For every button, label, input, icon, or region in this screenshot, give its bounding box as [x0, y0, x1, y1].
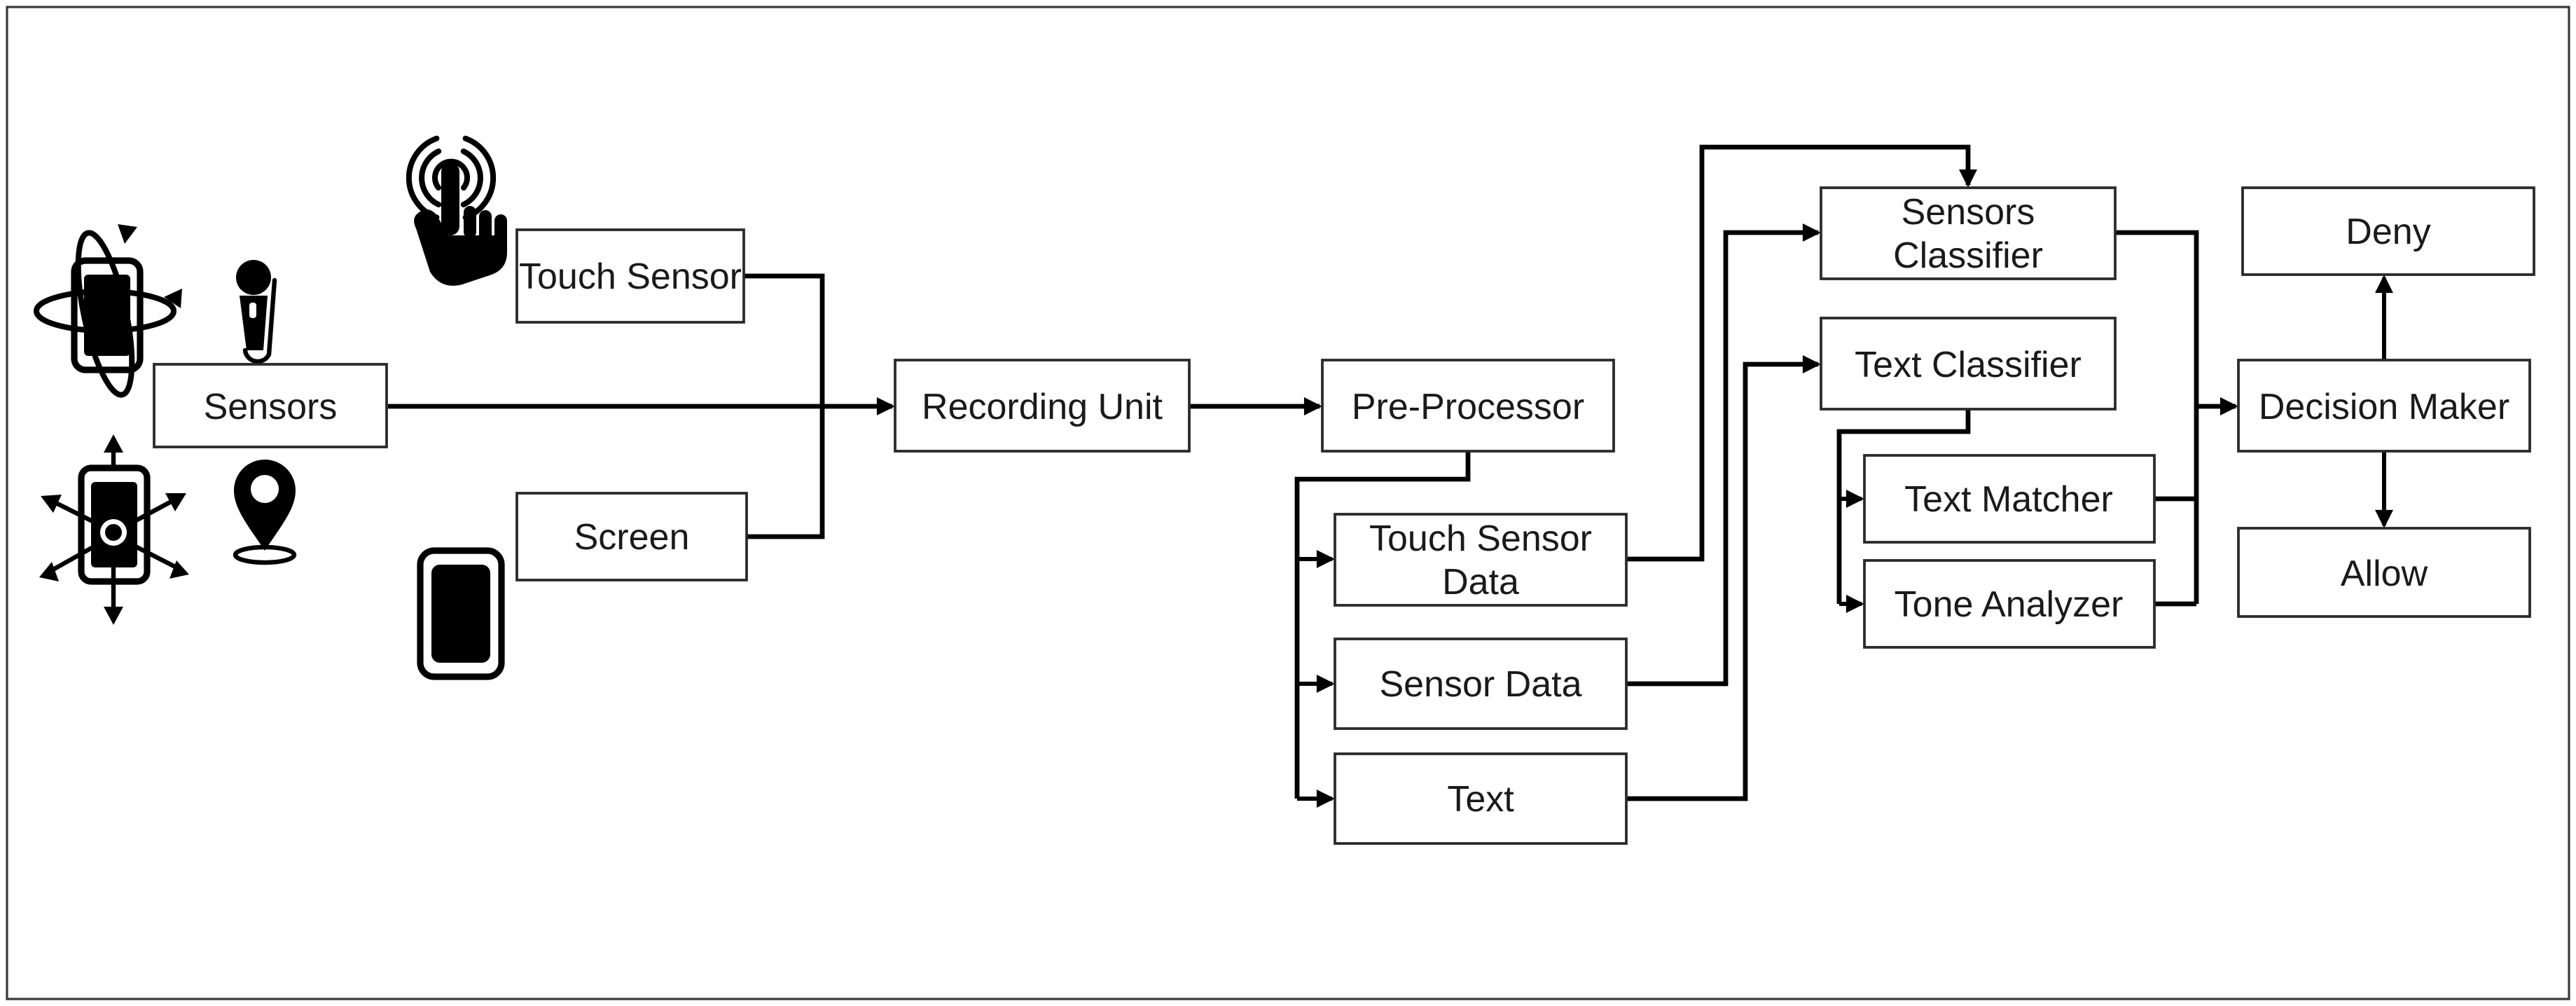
touch-finger-2	[464, 206, 476, 238]
gyroscope-horizontal-orbit	[34, 289, 176, 333]
node-deny: Deny	[2241, 186, 2535, 276]
edge-text-classifier-trunk	[1836, 409, 1971, 604]
node-screen-box	[515, 492, 748, 581]
node-text-matcher-label: Text Matcher	[1904, 479, 2113, 520]
accelerometer-arrow-up-head	[104, 434, 123, 453]
touch-index-finger	[441, 163, 459, 235]
node-touch-sensor: Touch Sensor	[515, 228, 745, 324]
node-sensors-classifier-label-line2: Classifier	[1893, 235, 2043, 276]
edge-text-to-text-classifier	[1626, 355, 1821, 801]
node-text: Text	[1334, 752, 1628, 845]
edge-touch-sensor-screen-junction	[744, 273, 825, 539]
node-touch-sensor-data: Touch Sensor Data	[1334, 513, 1628, 607]
smartphone-screen	[431, 565, 490, 663]
node-touch-sensor-data-box	[1334, 513, 1628, 607]
node-sensors-box	[153, 363, 388, 448]
node-deny-box	[2241, 186, 2535, 276]
node-recording-unit-label: Recording Unit	[922, 387, 1163, 427]
touch-ripple-ring	[432, 158, 470, 191]
node-recording-unit: Recording Unit	[894, 359, 1191, 453]
node-screen-label: Screen	[574, 517, 690, 558]
node-allow: Allow	[2237, 527, 2531, 618]
accelerometer-hub	[105, 524, 122, 541]
node-text-box	[1334, 752, 1628, 845]
touch-ripple-inner-right	[460, 149, 483, 207]
accelerometer-arrow-downleft-head	[39, 562, 59, 581]
location-pin-hole	[251, 475, 279, 503]
gyroscope-horizontal-orbit-arrowhead	[164, 289, 182, 308]
node-allow-label: Allow	[2341, 553, 2428, 594]
node-recording-unit-box	[894, 359, 1191, 453]
microphone-icon	[236, 260, 277, 364]
node-text-label: Text	[1447, 779, 1514, 820]
node-sensors-classifier-label-line1: Sensors	[1902, 192, 2035, 233]
gyroscope-phone-icon	[34, 224, 182, 398]
touch-gesture-icon	[406, 135, 507, 286]
touch-palm-thumb	[414, 209, 507, 286]
gyroscope-vertical-orbit	[75, 230, 135, 398]
edge-pre-processor-trunk	[1294, 451, 1471, 799]
microphone-slot	[249, 303, 256, 318]
node-tone-analyzer-label: Tone Analyzer	[1895, 584, 2124, 625]
node-text-matcher: Text Matcher	[1863, 454, 2156, 544]
edges	[388, 144, 2393, 808]
edge-sensors-classifier-merge	[2115, 230, 2199, 604]
smartphone-screen-icon	[417, 547, 505, 680]
figure-border	[6, 6, 2570, 1000]
accelerometer-phone-icon	[39, 434, 189, 625]
gyroscope-phone-screen	[84, 275, 130, 356]
node-decision-maker: Decision Maker	[2237, 359, 2531, 453]
accelerometer-arrow-downleft-shaft	[49, 535, 112, 573]
node-decision-maker-box	[2237, 359, 2531, 453]
node-sensors-label: Sensors	[204, 387, 338, 427]
microphone-head	[236, 260, 271, 295]
location-pin-icon	[233, 459, 297, 565]
node-pre-processor-box	[1321, 359, 1615, 453]
node-sensors: Sensors	[153, 363, 388, 448]
node-text-classifier: Text Classifier	[1820, 317, 2117, 411]
node-deny-label: Deny	[2346, 212, 2430, 252]
node-text-matcher-box	[1863, 454, 2156, 544]
node-text-classifier-box	[1820, 317, 2117, 411]
accelerometer-arrow-downright-head	[169, 560, 189, 579]
accelerometer-arrow-upleft-head	[41, 495, 62, 513]
node-screen: Screen	[515, 492, 748, 581]
node-tone-analyzer-box	[1863, 559, 2156, 649]
node-touch-sensor-label: Touch Sensor	[519, 256, 742, 297]
accelerometer-arrow-downright-shaft	[116, 535, 179, 570]
touch-ripple-inner-left	[419, 149, 442, 207]
accelerometer-arrow-upright-shaft	[116, 497, 176, 532]
node-sensor-data-label: Sensor Data	[1379, 664, 1581, 705]
touch-finger-3	[479, 210, 492, 242]
node-allow-box	[2237, 527, 2531, 618]
node-touch-sensor-box	[515, 228, 745, 324]
edge-sensor-data-to-sensors-classifier	[1626, 223, 1821, 687]
accelerometer-arrow-down-head	[104, 607, 123, 625]
node-pre-processor: Pre-Processor	[1321, 359, 1615, 453]
accelerometer-arrow-upleft-shaft	[50, 499, 112, 532]
node-tone-analyzer: Tone Analyzer	[1863, 559, 2156, 649]
microphone-cable	[242, 277, 277, 364]
microphone-body	[240, 296, 268, 350]
node-sensors-classifier-box	[1820, 186, 2117, 280]
node-touch-sensor-data-label-line1: Touch Sensor	[1369, 518, 1592, 559]
node-pre-processor-label: Pre-Processor	[1352, 387, 1584, 427]
node-sensor-data-box	[1334, 638, 1628, 730]
node-decision-maker-label: Decision Maker	[2259, 387, 2509, 427]
edge-touch-sensor-data-to-sensors-classifier	[1626, 144, 1977, 562]
node-sensor-data: Sensor Data	[1334, 638, 1628, 730]
node-touch-sensor-data-label-line2: Data	[1442, 562, 1519, 602]
node-text-classifier-label: Text Classifier	[1855, 345, 2082, 385]
location-pin-marker	[234, 459, 296, 551]
touch-ripple-outer-right	[462, 135, 497, 221]
gyroscope-vertical-orbit-arrowhead	[118, 224, 137, 244]
accelerometer-arrow-upright-head	[165, 493, 186, 511]
node-sensors-classifier: Sensors Classifier	[1820, 186, 2117, 280]
